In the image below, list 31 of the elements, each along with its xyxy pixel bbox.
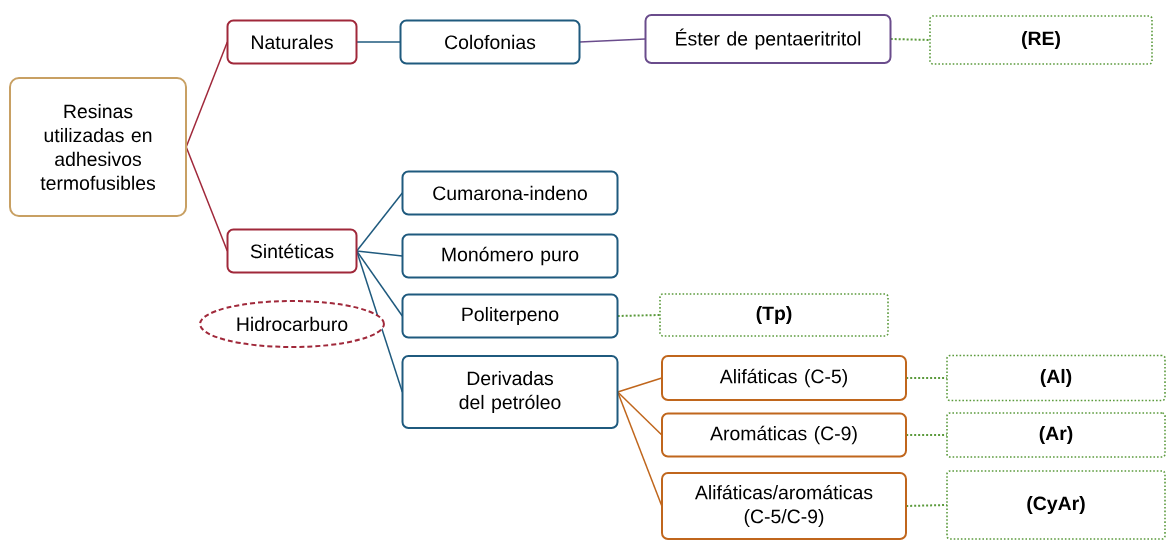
connector-line [616, 377, 663, 393]
connector-line [578, 38, 647, 43]
connector-line [616, 391, 663, 436]
connector-line [355, 250, 404, 257]
connector-line [905, 434, 948, 436]
example-box: (Ar) [946, 412, 1166, 458]
connector-line [905, 504, 948, 507]
connector-line [355, 192, 404, 252]
connector-line [616, 314, 661, 317]
category-box: Monómero puro [401, 233, 619, 279]
example-box: (RE) [929, 15, 1153, 65]
category-box: Sintéticas [226, 228, 358, 274]
category-box: Cumarona-indeno [401, 170, 619, 216]
root-box: Resinas utilizadas en adhesivos termofusibles [9, 77, 187, 217]
example-box: (Al) [946, 354, 1166, 402]
category-box: Aromáticas (C-9) [661, 412, 907, 458]
category-box: Colofonias [399, 19, 581, 65]
connector-line [355, 41, 402, 43]
connector-line [889, 38, 931, 41]
category-box: Éster de pentaeritritol [644, 14, 892, 64]
category-box: Naturales [226, 19, 358, 65]
connector-line [185, 146, 229, 252]
category-box: Politerpeno [401, 293, 619, 339]
connector-line [905, 377, 948, 379]
example-box: (Tp) [659, 293, 889, 337]
connector-line [355, 250, 404, 317]
category-box: Alifáticas/aromáticas (C-5/C-9) [661, 472, 907, 540]
connector-line [185, 41, 229, 148]
category-box: Derivadas del petróleo [401, 355, 619, 429]
category-box: Alifáticas (C-5) [661, 355, 907, 401]
example-box: (CyAr) [946, 470, 1166, 540]
